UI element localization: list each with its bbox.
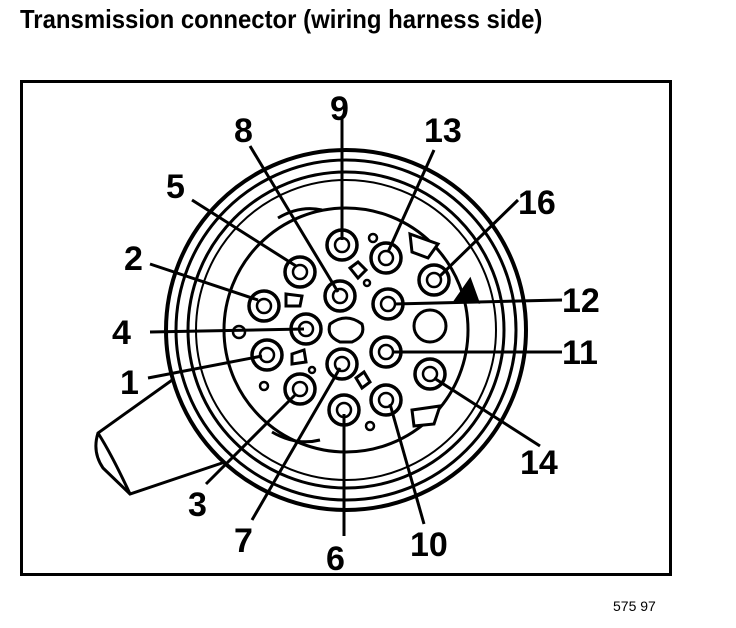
pin-13-contact bbox=[369, 241, 403, 275]
pin-8-contact bbox=[323, 279, 357, 313]
pin-label-4: 4 bbox=[112, 314, 131, 352]
pin-label-9: 9 bbox=[330, 90, 349, 128]
pin-label-11: 11 bbox=[562, 334, 598, 372]
pin-1-contact bbox=[250, 338, 284, 372]
pin-labels: 1 2 3 4 5 6 7 8 9 10 11 12 13 14 16 bbox=[112, 90, 600, 578]
alignment-dots bbox=[231, 232, 379, 432]
pin-label-6: 6 bbox=[326, 540, 345, 578]
pin-7-contact bbox=[325, 347, 359, 381]
pin-label-8: 8 bbox=[234, 112, 253, 150]
pin-label-13: 13 bbox=[424, 112, 462, 150]
spacer-ribs bbox=[284, 260, 372, 391]
pin-label-5: 5 bbox=[166, 168, 185, 206]
figure-code: 575 97 bbox=[613, 598, 656, 614]
pin-2-contact bbox=[247, 289, 281, 323]
pin-label-16: 16 bbox=[518, 184, 556, 222]
pin-label-2: 2 bbox=[124, 240, 143, 278]
pin-16-contact bbox=[417, 263, 451, 297]
diagram-frame bbox=[20, 80, 672, 576]
leader-lines bbox=[147, 118, 563, 536]
diagram-title: Transmission connector (wiring harness s… bbox=[20, 4, 543, 34]
cable-boot bbox=[94, 376, 226, 496]
pin-label-3: 3 bbox=[188, 486, 207, 524]
pin-label-7: 7 bbox=[234, 522, 253, 560]
pin-10-contact bbox=[369, 383, 403, 417]
pin-label-1: 1 bbox=[120, 364, 139, 402]
housing-keys bbox=[271, 207, 481, 444]
pin-label-12: 12 bbox=[562, 282, 600, 320]
pin-label-14: 14 bbox=[520, 444, 558, 482]
pin-label-10: 10 bbox=[410, 526, 448, 564]
pin-14-contact bbox=[413, 357, 447, 391]
